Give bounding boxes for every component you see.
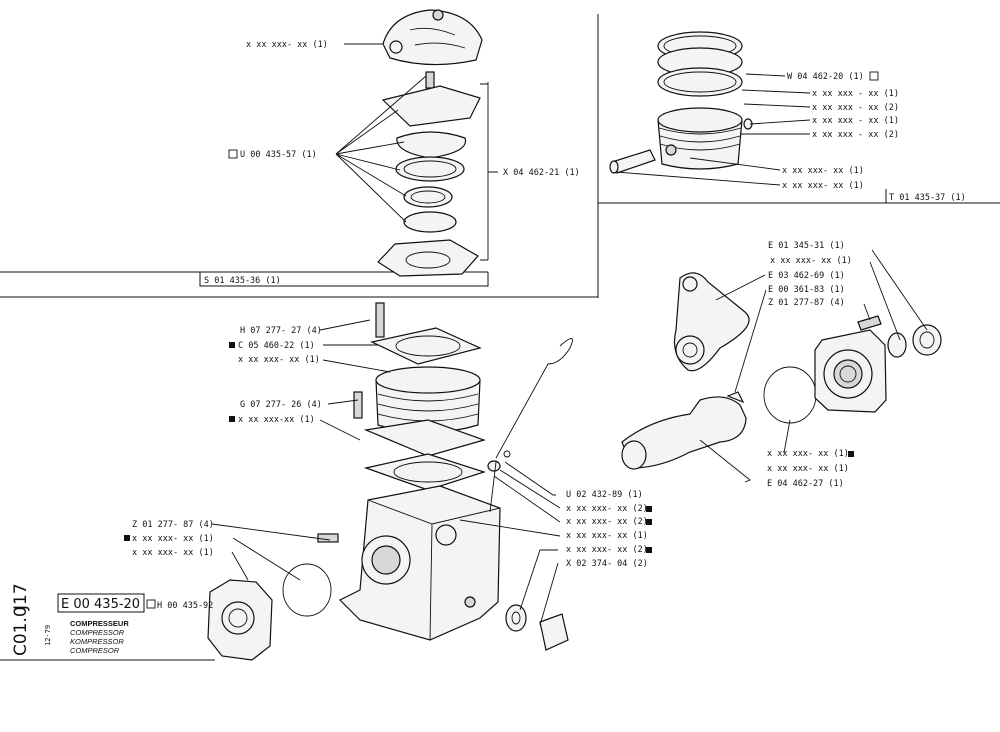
kit-marker-icon — [228, 149, 238, 159]
label-pin-clip: x xx xxx- xx (1) — [782, 181, 864, 191]
callout-labels: x xx xxx- xx (1) U 00 435-57 (1) X 04 46… — [124, 40, 966, 569]
main-reference: E 00 435-20 — [61, 597, 140, 612]
crankcase — [317, 461, 501, 641]
label-pin: x xx xxx- xx (1) — [782, 166, 864, 176]
new-part-marker-icon — [646, 547, 652, 553]
new-part-marker-icon — [646, 506, 652, 512]
label-seal-1: x xx xxx- xx (1) — [566, 531, 648, 541]
label-crank-gasket: x xx xxx- xx (1) — [767, 464, 849, 474]
label-crankshaft: E 04 462-27 (1) — [767, 479, 844, 489]
frame-lines — [0, 14, 1000, 661]
dipstick — [487, 338, 573, 472]
cylinder-block — [353, 302, 486, 491]
label-head-group: S 01 435-36 (1) — [204, 276, 281, 286]
label-ring-3: x xx xxx - xx (1) — [812, 116, 899, 126]
label-side-gasket: x xx xxx- xx (1) — [132, 534, 214, 544]
label-bolt-top: H 07 277- 27 (4) — [240, 326, 322, 336]
label-gasket-base: x xx xxx-xx (1) — [238, 415, 315, 425]
new-part-marker-icon — [229, 416, 235, 422]
label-piston-group: T 01 435-37 (1) — [889, 193, 966, 203]
cylinder-head-assembly — [377, 9, 483, 277]
label-bearing-2: x xx xxx- xx (1) — [770, 256, 852, 266]
label-washer-2: x xx xxx- xx (2) — [566, 517, 648, 527]
new-part-marker-icon — [229, 342, 235, 348]
title-fr: COMPRESSEUR — [70, 619, 129, 628]
label-plug: X 02 374- 04 (2) — [566, 559, 648, 569]
label-crank-seal: x xx xxx- xx (1) — [767, 449, 849, 459]
label-head-part: x xx xxx- xx (1) — [246, 40, 328, 50]
label-side-cover: x xx xxx- xx (1) — [132, 548, 214, 558]
leader-lines — [211, 43, 928, 626]
kit-marker-icon — [146, 599, 156, 609]
label-ring-2: x xx xxx - xx (2) — [812, 103, 899, 113]
label-ring-1: x xx xxx - xx (1) — [812, 89, 899, 99]
title-es: COMPRESOR — [70, 646, 120, 655]
side-cover-parts — [207, 563, 569, 661]
label-valve-set: X 04 462-21 (1) — [503, 168, 580, 178]
label-bolt-mid: G 07 277- 26 (4) — [240, 400, 322, 410]
label-ring-set: W 04 462-20 (1) — [787, 72, 864, 82]
sheet-date: 12-79 — [44, 625, 52, 646]
crankshaft-assembly — [621, 272, 942, 470]
side-code-2: C01.0 — [11, 606, 31, 656]
label-ring-4: x xx xxx - xx (2) — [812, 130, 899, 140]
label-cover-screw: Z 01 277-87 (4) — [768, 298, 845, 308]
label-cylinder: x xx xxx- xx (1) — [238, 355, 320, 365]
label-dipstick: U 02 432-89 (1) — [566, 490, 643, 500]
label-bearing-1: E 01 345-31 (1) — [768, 241, 845, 251]
title-en: COMPRESSOR — [70, 628, 125, 637]
side-code-1: J17 — [11, 583, 31, 611]
label-conrod: E 03 462-69 (1) — [768, 271, 845, 281]
kit-marker-icon — [869, 71, 879, 81]
label-gasket-kit: U 00 435-57 (1) — [240, 150, 317, 160]
piston-assembly — [609, 31, 753, 174]
new-part-marker-icon — [848, 451, 854, 457]
title-block: J17 C01.0 12-79 E 00 435-20 H 00 435-92 … — [11, 583, 213, 656]
label-gasket-top: C 05 460-22 (1) — [238, 341, 315, 351]
label-washer-3: x xx xxx- xx (2) — [566, 545, 648, 555]
main-ref-box — [57, 593, 145, 613]
label-key: E 00 361-83 (1) — [768, 285, 845, 295]
title-de: KOMPRESSOR — [70, 637, 124, 646]
label-washer-1: x xx xxx- xx (2) — [566, 504, 648, 514]
new-part-marker-icon — [124, 535, 130, 541]
new-part-marker-icon — [646, 519, 652, 525]
label-side-screw: Z 01 277- 87 (4) — [132, 520, 214, 530]
alt-reference: H 00 435-92 — [157, 601, 213, 611]
